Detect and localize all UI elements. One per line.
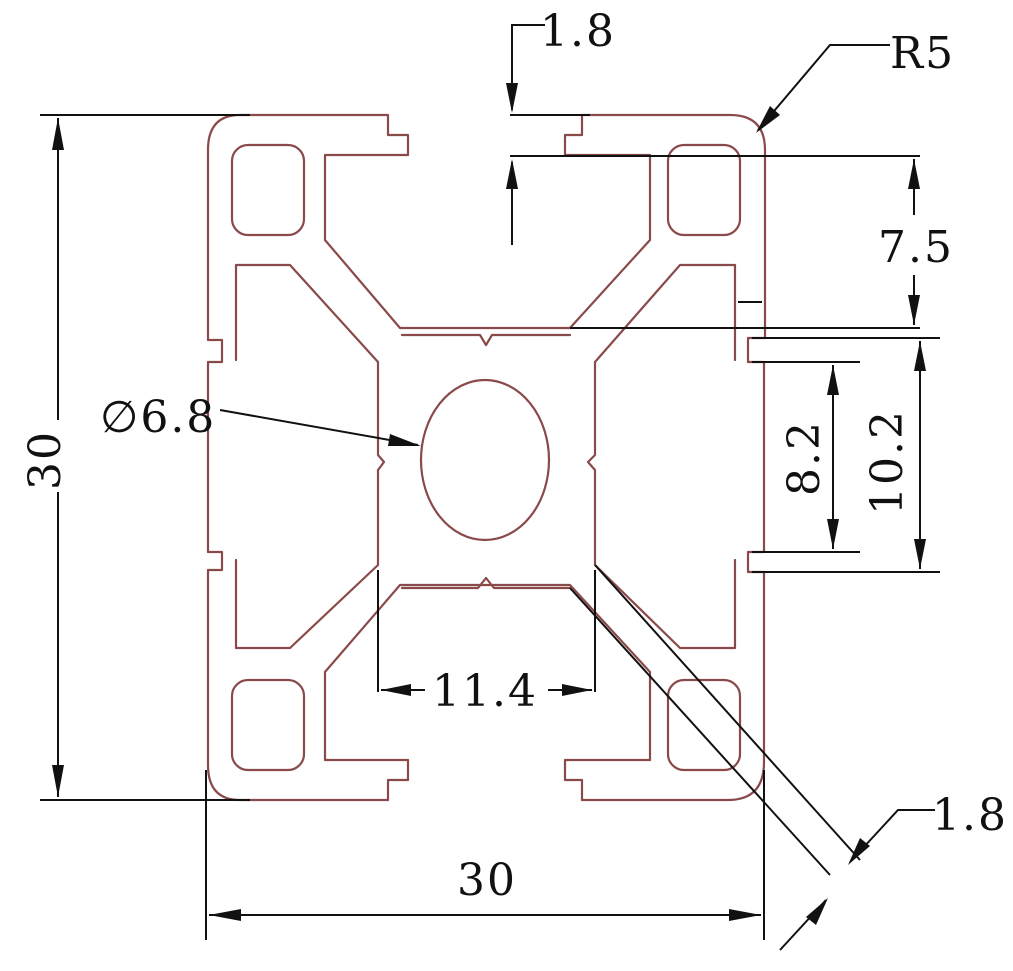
dim-wall-top-label: 1.8 [540,6,616,57]
dim-height-label: 30 [20,430,71,490]
dimension-lines [40,24,940,951]
cavity-bottom-left [230,678,306,772]
dim-width-label: 30 [457,855,517,906]
dim-wall-diagonal-label: 1.8 [932,790,1008,841]
cavity-top-left [230,143,306,237]
dim-core-width-label: 11.4 [432,666,538,717]
inner-contour-bottom [400,576,572,590]
center-bore [419,378,551,542]
dim-slot-inner-label: 8.2 [779,420,830,496]
cavity-top-right [666,143,742,237]
dim-slot-depth-label: 7.5 [878,222,954,273]
inner-contour [234,263,386,650]
dim-bore-label: ∅6.8 [100,392,216,443]
inner-contour-top [400,333,572,347]
dimension-labels: 30 30 ∅6.8 11.4 8.2 10.2 7.5 1.8 R5 1.8 [20,6,1008,906]
dim-slot-outer-label: 10.2 [862,409,913,515]
outer-boundary [206,113,767,802]
inner-contour-right [586,263,737,650]
dim-corner-radius-label: R5 [890,28,955,79]
profile-outline [206,113,767,802]
cavity-bottom-right [666,678,742,772]
